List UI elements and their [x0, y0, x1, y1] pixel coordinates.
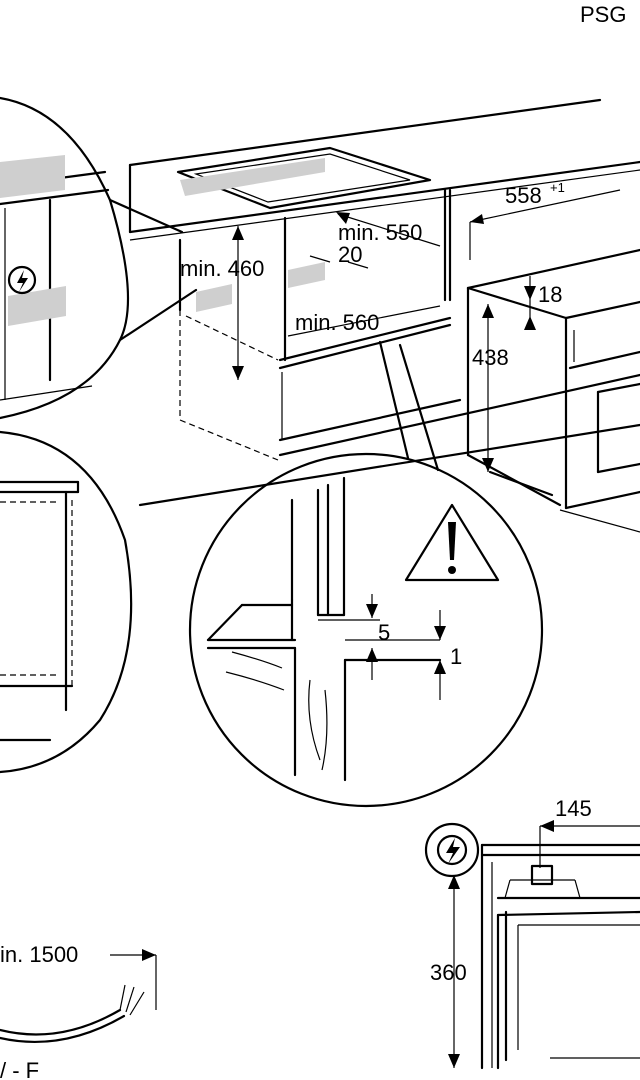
header-code: PSG	[580, 2, 626, 27]
label-conn-height: 360	[430, 960, 467, 985]
warning-triangle-icon	[404, 503, 500, 582]
detail-circle-top-left	[0, 96, 198, 420]
dim-detail-5: 5	[366, 594, 390, 680]
label-detail-1: 1	[450, 644, 462, 669]
dim-cabinet-height: min. 460	[180, 226, 264, 380]
label-oven-width-tol: +1	[550, 180, 565, 195]
dim-conn-height: 360	[430, 875, 467, 1068]
hob-cutout	[176, 146, 432, 210]
label-cabinet-width: min. 560	[295, 310, 379, 335]
detail-circle-center	[188, 340, 544, 808]
dim-conn-offset: 145	[539, 796, 640, 868]
worktop	[128, 98, 640, 241]
label-cable-length: in. 1500	[0, 942, 78, 967]
label-oven-height: 438	[472, 345, 509, 370]
cabinet-opening	[138, 188, 640, 507]
label-oven-width: 558	[505, 183, 542, 208]
label-cabinet-height: min. 460	[180, 256, 264, 281]
label-oven-top: 18	[538, 282, 562, 307]
dim-oven-height: 438	[472, 304, 509, 472]
dim-cabinet-depth: min. 550	[336, 212, 441, 247]
dim-oven-width: 558 +1	[469, 180, 621, 260]
dim-detail-1: 1	[434, 610, 462, 700]
power-cable: in. 1500 / - F	[0, 942, 157, 1080]
label-conn-offset: 145	[555, 796, 592, 821]
dim-oven-depth	[559, 509, 640, 533]
electrical-hazard-icon	[7, 265, 37, 295]
connection-detail	[480, 843, 640, 1070]
dim-oven-top: 18	[524, 276, 562, 330]
oven	[466, 248, 640, 510]
label-cabinet-depth: min. 550	[338, 220, 422, 245]
dim-cabinet-width: min. 560	[287, 305, 441, 337]
label-cable-type: / - F	[0, 1058, 39, 1080]
label-gap-20: 20	[338, 242, 362, 267]
label-detail-5: 5	[378, 620, 390, 645]
dim-gap-20: 20	[309, 242, 369, 269]
electrical-connection-icon	[424, 822, 480, 878]
detail-circle-left	[0, 430, 133, 774]
